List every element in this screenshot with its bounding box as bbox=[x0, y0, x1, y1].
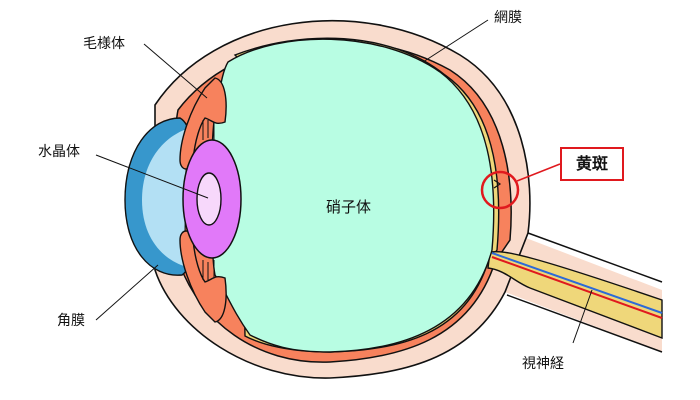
label-lens: 水晶体 bbox=[38, 144, 80, 160]
label-ciliary-body: 毛様体 bbox=[83, 36, 125, 52]
leader-optic-nerve bbox=[572, 289, 593, 344]
leader-cornea bbox=[95, 264, 159, 321]
central-vein bbox=[491, 252, 663, 314]
central-artery bbox=[491, 256, 663, 319]
ciliary-body-top bbox=[179, 77, 227, 170]
cornea-inner bbox=[142, 130, 186, 266]
label-retina: 網膜 bbox=[494, 10, 522, 26]
optic-nerve bbox=[487, 250, 663, 340]
lens-nucleus bbox=[196, 172, 222, 226]
leader-ciliary-body bbox=[143, 43, 208, 99]
label-macula: 黄斑 bbox=[560, 147, 624, 181]
ciliary-body-bottom bbox=[179, 230, 227, 323]
zonule-fibers bbox=[202, 120, 215, 280]
macula-highlight-circle bbox=[480, 170, 520, 210]
leader-lens bbox=[95, 154, 209, 199]
leader-retina bbox=[422, 19, 489, 63]
label-optic-nerve: 視神経 bbox=[522, 356, 564, 372]
label-cornea: 角膜 bbox=[57, 313, 85, 329]
leader-macula bbox=[516, 163, 561, 182]
label-vitreous-body: 硝子体 bbox=[326, 198, 372, 216]
